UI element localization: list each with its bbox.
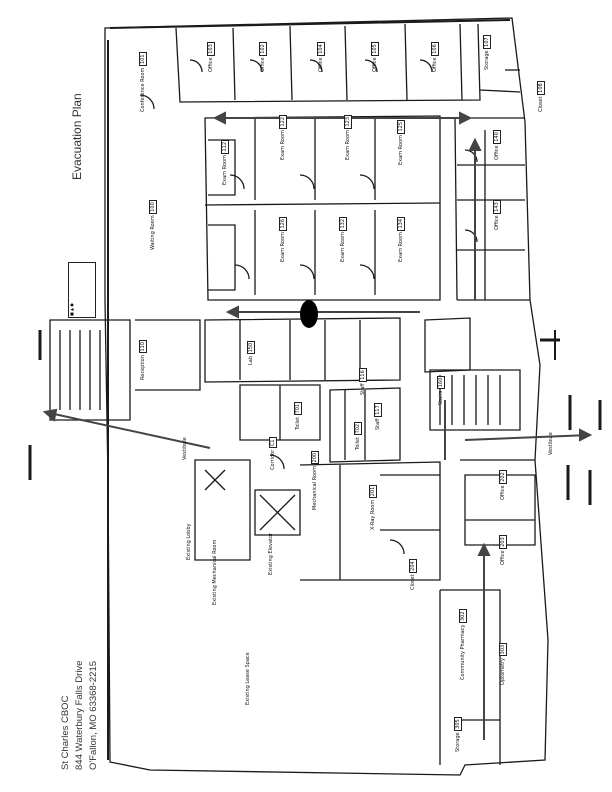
room-label: Staff 116 (359, 368, 367, 395)
room-label: Exam Room 132 (339, 216, 347, 262)
room-label: Closet 204 (409, 559, 417, 590)
room-label: Office 143 (493, 200, 501, 230)
room-label: Optometry 303 (499, 642, 507, 685)
room-label: Office 202 (499, 470, 507, 500)
room-label: Existing Elevator (268, 532, 274, 575)
room-label: Waiting Room 100 (149, 200, 157, 250)
room-label: Vestibule (548, 432, 554, 455)
room-label: Staff 117 (374, 403, 382, 430)
room-label: Exam Room 126 (279, 216, 287, 262)
room-label: Toilet T02 (354, 421, 362, 450)
room-label: Storage 305 (454, 717, 462, 752)
room-label: Office 103 (207, 42, 215, 72)
room-label: Lab 150 (247, 340, 255, 365)
room-label: Stairs 160 (437, 375, 445, 405)
room-label: Conference Room 101 (139, 52, 147, 112)
room-label: Existing Mechanical Room (212, 539, 218, 605)
room-label: Office 105 (371, 42, 379, 72)
address-line-3: O'Fallon, MO 63368-2215 (88, 660, 99, 770)
room-label: Closet 108 (537, 81, 545, 112)
room-label: Office 106 (431, 42, 439, 72)
legend-icon: ■ ▲ ● (69, 303, 74, 316)
room-label: Toilet T01 (294, 401, 302, 430)
room-label: Exam Room 134 (397, 216, 405, 262)
room-label: Reception 110 (139, 339, 147, 380)
plan-title: Evacuation Plan (70, 93, 84, 180)
room-label: Exam Room 125 (397, 119, 405, 165)
room-label: Office 102 (259, 42, 267, 72)
room-label: Office 104 (317, 42, 325, 72)
room-label: Exam Room 123 (344, 114, 352, 160)
room-label: Community Pharmacy 302 (459, 609, 467, 680)
room-label: Corridor C1 (269, 437, 277, 470)
legend-box: ■ ▲ ● (68, 262, 96, 318)
room-label: Existing Lease Space (245, 652, 251, 705)
room-label: Existing Lobby (186, 523, 192, 560)
room-label: Mechanical Room 200 (311, 450, 319, 510)
ink-blot (300, 300, 318, 328)
room-label: Exam Room 112 (221, 139, 229, 185)
room-label: Office 140 (493, 130, 501, 160)
room-label: X-Ray Room 201 (369, 484, 377, 530)
room-label: Vestibule (182, 437, 188, 460)
room-label: Storage 107 (483, 35, 491, 70)
address-line-1: St Charles CBOC (60, 695, 71, 770)
room-label: Office 203 (499, 535, 507, 565)
room-label: Exam Room 122 (279, 114, 287, 160)
address-line-2: 844 Waterbury Falls Drive (74, 660, 85, 770)
